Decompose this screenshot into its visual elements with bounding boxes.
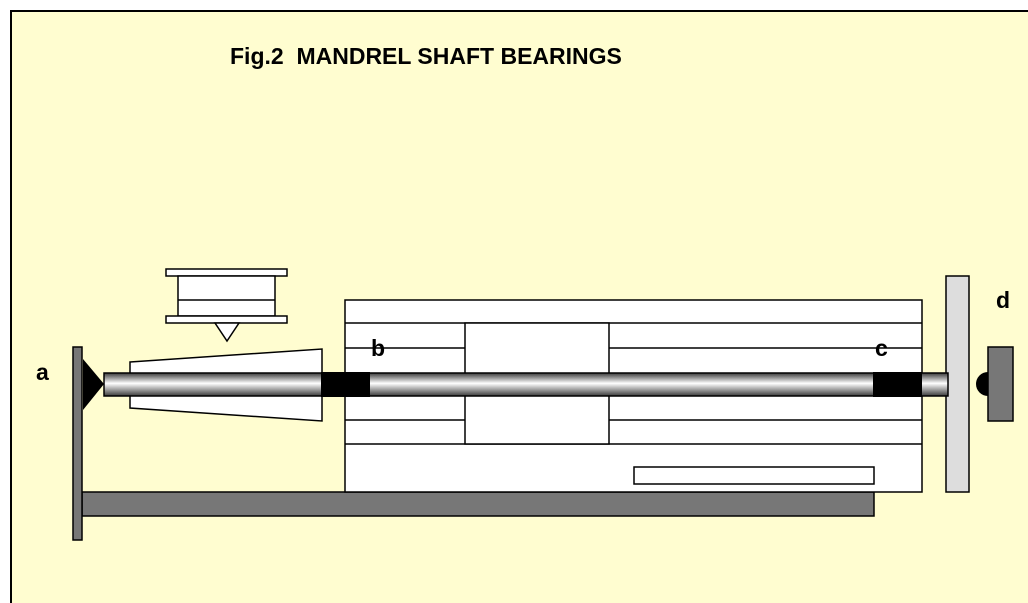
bearing-b [321,372,370,397]
bed-rail [81,491,875,517]
label-d: d [996,287,1011,313]
collet-pointer [213,322,241,343]
collet-body [177,275,276,317]
collet-bottom-flange [165,315,288,324]
bearing-c [873,372,922,397]
label-a: a [36,359,49,385]
label-c: c [875,335,888,361]
figure-title: Fig.2 MANDREL SHAFT BEARINGS [230,43,622,69]
bearing-d [976,372,988,396]
label-b: b [371,335,386,361]
end-cap-d [987,346,1014,422]
bearing-a [83,359,104,410]
collet-top-flange [165,268,288,277]
headstock-slot [633,466,875,485]
right-end-plate [945,275,970,493]
left-end-plate [72,346,83,541]
mandrel-shaft [103,372,949,397]
